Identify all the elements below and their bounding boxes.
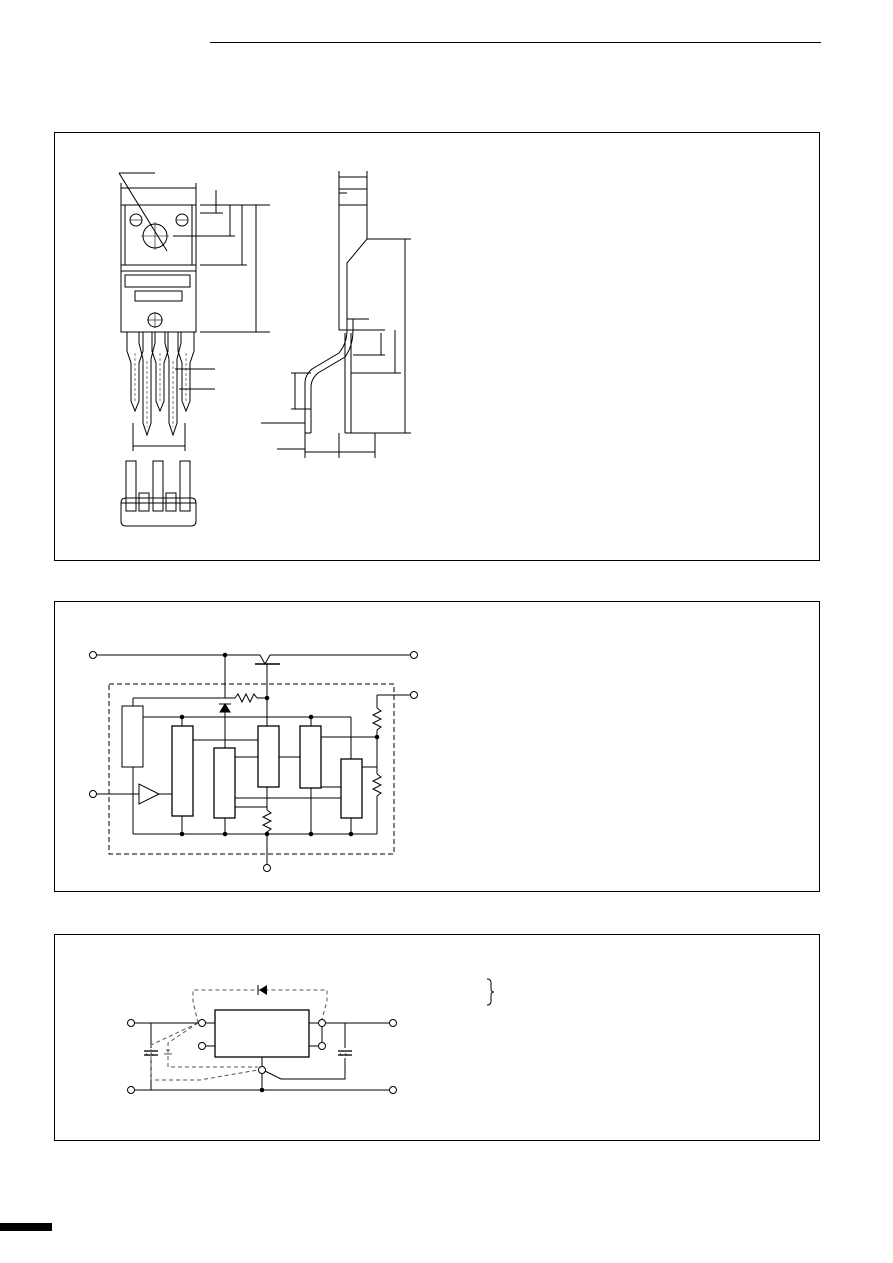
resistor <box>234 692 258 704</box>
block-3 <box>257 725 280 788</box>
input-terminal <box>127 1019 135 1027</box>
startup-block <box>121 705 144 768</box>
pin-sense <box>318 1042 326 1050</box>
pin-input <box>198 1019 206 1027</box>
regulator-ic <box>214 1009 310 1058</box>
block-5 <box>340 758 363 819</box>
protection-diode <box>257 985 267 995</box>
outline-dimensions-panel <box>54 132 820 561</box>
sense-resistor <box>261 809 273 833</box>
equivalent-circuit-diagram <box>89 651 418 872</box>
ic-boundary <box>108 683 395 855</box>
zener-diode <box>219 703 231 748</box>
pass-transistor <box>255 654 280 698</box>
brace <box>486 978 495 1006</box>
divider-resistor-bottom <box>371 773 383 797</box>
ground-terminal <box>263 864 271 872</box>
divider-resistor-top <box>371 707 383 731</box>
block-4 <box>299 725 322 789</box>
bottom-view <box>120 460 197 527</box>
connection-diagram-panel <box>54 934 820 1141</box>
standard-connection-diagram <box>127 978 495 1094</box>
front-view <box>118 172 270 451</box>
package-outline-drawing <box>118 171 411 527</box>
buffer-amplifier <box>138 783 161 805</box>
side-view <box>261 171 411 458</box>
ground-left-terminal <box>127 1086 135 1094</box>
package-body <box>120 204 197 333</box>
block-1 <box>171 725 194 817</box>
block-2 <box>213 747 236 819</box>
block-diagram-panel <box>54 601 820 892</box>
output-terminal <box>410 651 418 659</box>
input-terminal <box>89 651 97 659</box>
footer-bar <box>0 1223 52 1231</box>
pin-ground <box>258 1066 266 1074</box>
optional-components <box>150 989 328 1081</box>
output-terminal <box>389 1019 397 1027</box>
ground-right-terminal <box>389 1086 397 1094</box>
sense-terminal <box>410 691 418 699</box>
control-terminal <box>89 790 97 798</box>
header-rule <box>210 42 821 43</box>
package-leads <box>126 332 215 437</box>
pin-control <box>198 1042 206 1050</box>
pin-output <box>318 1019 326 1027</box>
